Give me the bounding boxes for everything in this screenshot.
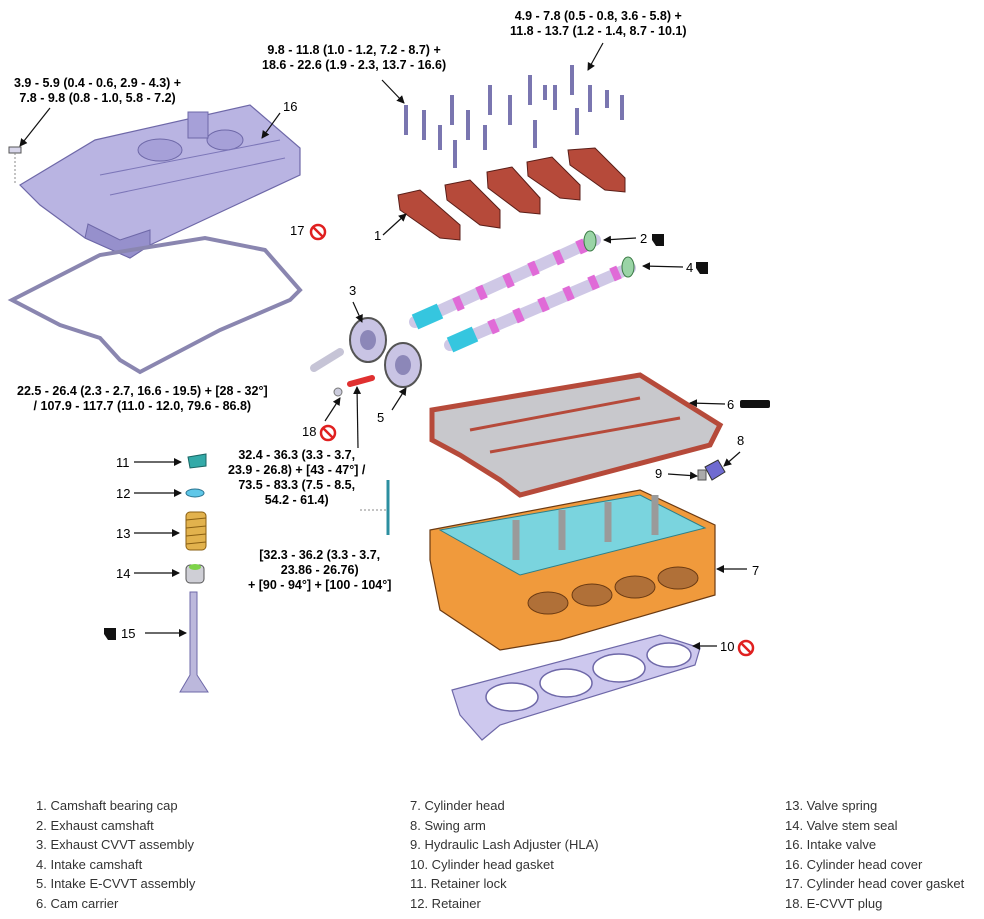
legend-item: 14. Valve stem seal bbox=[785, 817, 898, 833]
callout-5: 5 bbox=[377, 410, 385, 425]
legend-item: 10. Cylinder head gasket bbox=[410, 856, 554, 872]
valve-stem-seal bbox=[185, 564, 205, 584]
callout-15: 15 bbox=[121, 626, 136, 641]
callout-11: 11 bbox=[116, 455, 130, 470]
leader-lines bbox=[19, 42, 747, 650]
intake-ecvvt-assembly bbox=[384, 342, 422, 388]
exploded-view-diagram bbox=[7, 42, 770, 741]
camshaft-cap-bolts bbox=[404, 65, 624, 168]
ecvvt-bolt-torque: 32.4 - 36.3 (3.3 - 3.7, 23.9 - 26.8) + [… bbox=[228, 448, 366, 507]
callout-1: 1 bbox=[374, 228, 382, 243]
legend-item: 13. Valve spring bbox=[785, 798, 878, 813]
callout-16: 16 bbox=[283, 99, 298, 114]
legend-item: 5. Intake E-CVVT assembly bbox=[36, 876, 196, 891]
cover-bolt-torque: 3.9 - 5.9 (0.4 - 0.6, 2.9 - 4.3) + 7.8 -… bbox=[14, 76, 182, 105]
exhaust-camshaft bbox=[409, 230, 601, 330]
callout-4: 4 bbox=[686, 260, 694, 275]
oil-can-icon bbox=[696, 262, 708, 274]
legend-item: 1. Camshaft bearing cap bbox=[36, 798, 178, 813]
retainer-lock bbox=[187, 453, 207, 469]
callout-7: 7 bbox=[752, 563, 760, 578]
legend-item: 8. Swing arm bbox=[410, 817, 486, 833]
legend-item: 16. Intake valve bbox=[785, 837, 877, 852]
cylinder-head-cover-gasket bbox=[7, 235, 303, 375]
callout-14: 14 bbox=[116, 566, 131, 581]
cap-bolt-torque-2: 4.9 - 7.8 (0.5 - 0.8, 3.6 - 5.8) + 11.8 … bbox=[510, 9, 687, 38]
cover-bolt bbox=[8, 146, 22, 185]
callout-13: 13 bbox=[116, 526, 131, 541]
legend-item: 16. Cylinder head cover bbox=[785, 856, 923, 872]
callout-8: 8 bbox=[737, 433, 745, 448]
callout-17: 17 bbox=[290, 223, 305, 238]
callout-3: 3 bbox=[349, 283, 357, 298]
callout-12: 12 bbox=[116, 486, 131, 501]
sealant-icon bbox=[740, 400, 770, 408]
legend-column-1: 1. Camshaft bearing cap 2. Exhaust camsh… bbox=[36, 796, 195, 913]
legend-column-3: 13. Valve spring 14. Valve stem seal 16.… bbox=[785, 796, 964, 913]
cap-bolt-torque: 9.8 - 11.8 (1.0 - 1.2, 7.2 - 8.7) + 18.6… bbox=[262, 43, 447, 72]
legend-item: 4. Intake camshaft bbox=[36, 856, 143, 872]
valve-spring bbox=[185, 511, 207, 551]
no-reuse-icon bbox=[309, 223, 327, 241]
legend-item: 6. Cam carrier bbox=[36, 895, 119, 911]
intake-camshaft bbox=[444, 256, 636, 353]
legend-column-2: 7. Cylinder head 8. Swing arm 9. Hydraul… bbox=[410, 796, 599, 913]
legend-item: 7. Cylinder head bbox=[410, 798, 505, 813]
legend-item: 3. Exhaust CVVT assembly bbox=[36, 837, 194, 852]
retainer bbox=[185, 488, 205, 498]
cam-carrier bbox=[429, 372, 724, 498]
cvvt-bolt bbox=[310, 348, 344, 372]
no-reuse-icon bbox=[737, 639, 755, 657]
ecvvt-plug bbox=[333, 387, 343, 397]
legend-item: 12. Retainer bbox=[410, 895, 481, 911]
cylinder-head bbox=[429, 489, 716, 651]
cylinder-head-cover bbox=[19, 104, 301, 259]
head-bolt-torque: [32.3 - 36.2 (3.3 - 3.7, 23.86 - 26.76) … bbox=[248, 548, 392, 592]
camshaft-bearing-caps bbox=[397, 147, 626, 241]
legend-item: 2. Exhaust camshaft bbox=[36, 817, 154, 833]
callout-2: 2 bbox=[640, 231, 648, 246]
no-reuse-icon bbox=[319, 424, 337, 442]
cylinder-head-gasket bbox=[451, 634, 701, 741]
swing-arm bbox=[704, 459, 726, 481]
legend-item: 9. Hydraulic Lash Adjuster (HLA) bbox=[410, 837, 599, 852]
legend-item: 17. Cylinder head cover gasket bbox=[785, 876, 965, 891]
cvvt-red-bolt bbox=[347, 375, 375, 387]
cvvt-bolt-torque: 22.5 - 26.4 (2.3 - 2.7, 16.6 - 19.5) + [… bbox=[17, 384, 268, 413]
callout-18: 18 bbox=[302, 424, 317, 439]
callout-6: 6 bbox=[727, 397, 735, 412]
legend-item: 18. E-CVVT plug bbox=[785, 895, 883, 911]
exhaust-cvvt-assembly bbox=[349, 317, 387, 363]
legend-item: 11. Retainer lock bbox=[410, 876, 507, 891]
oil-can-icon bbox=[652, 234, 664, 246]
callout-9: 9 bbox=[655, 466, 663, 481]
hydraulic-lash-adjuster bbox=[697, 469, 707, 481]
intake-valve bbox=[179, 591, 209, 693]
callout-10: 10 bbox=[720, 639, 735, 654]
oil-can-icon bbox=[104, 628, 116, 640]
